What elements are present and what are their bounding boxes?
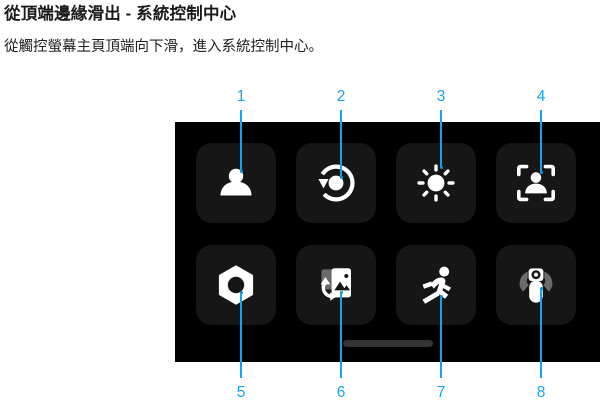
callout-number-3: 3	[436, 88, 446, 105]
tile-robot-camera[interactable]	[496, 245, 576, 325]
callout-number-5: 5	[236, 384, 246, 401]
tile-face-recognition[interactable]	[496, 143, 576, 223]
document-header: 從頂端邊緣滑出 - 系統控制中心 從觸控螢幕主頁頂端向下滑，進入系統控制中心。	[4, 2, 596, 59]
tile-brightness[interactable]	[396, 143, 476, 223]
callout-number-7: 7	[436, 384, 446, 401]
callout-number-2: 2	[336, 88, 346, 105]
tile-user-profile[interactable]	[196, 143, 276, 223]
callout-number-1: 1	[236, 88, 246, 105]
tile-screen-rotation[interactable]	[296, 143, 376, 223]
control-center-panel	[175, 122, 600, 362]
page-title: 從頂端邊緣滑出 - 系統控制中心	[4, 5, 237, 23]
callout-number-6: 6	[336, 384, 346, 401]
brightness-sun-icon	[414, 161, 458, 205]
hex-nut-icon	[214, 263, 258, 307]
robot-camera-icon	[514, 263, 558, 307]
callout-number-8: 8	[536, 384, 546, 401]
home-indicator[interactable]	[342, 340, 433, 347]
control-center-tile-grid	[196, 143, 576, 325]
page-subtitle: 從觸控螢幕主頁頂端向下滑，進入系統控制中心。	[4, 38, 323, 55]
tile-settings-nut[interactable]	[196, 245, 276, 325]
callout-number-4: 4	[536, 88, 546, 105]
tile-wallpaper-rotate[interactable]	[296, 245, 376, 325]
running-person-icon	[414, 263, 458, 307]
person-icon	[214, 161, 258, 205]
tile-driving-mode[interactable]	[396, 245, 476, 325]
wallpaper-rotate-icon	[314, 263, 358, 307]
face-recognition-icon	[514, 161, 558, 205]
screen-rotation-icon	[314, 161, 358, 205]
